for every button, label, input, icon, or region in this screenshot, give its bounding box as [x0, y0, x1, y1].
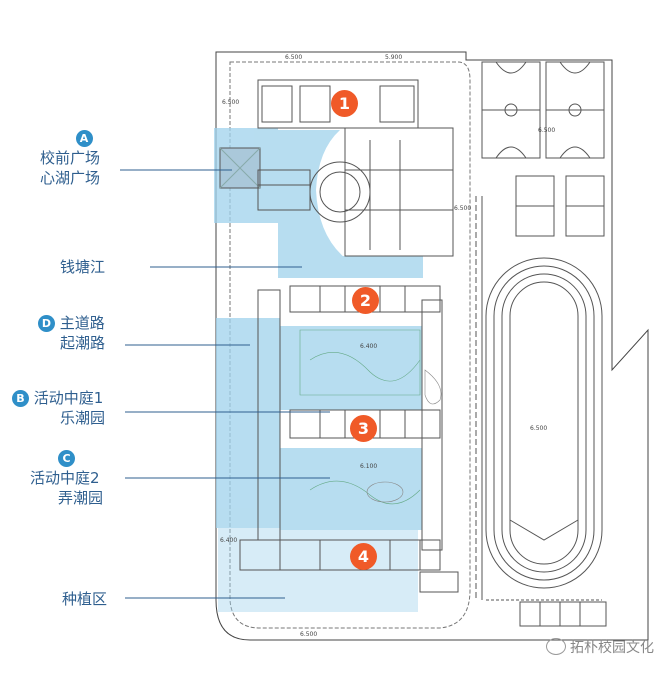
leader-lines — [120, 169, 330, 599]
watermark: 拓朴校园文化 — [546, 637, 654, 657]
dim-bottom: 6.500 — [300, 631, 317, 638]
highlight-zones — [214, 128, 423, 612]
zone-d-road — [216, 318, 280, 528]
site-boundary — [215, 51, 649, 641]
zone-b-court1 — [280, 326, 422, 410]
legend-planting: 种植区 — [62, 589, 107, 609]
legend-d-line2: 起潮路 — [60, 334, 106, 352]
watermark-text: 拓朴校园文化 — [570, 640, 654, 656]
marker-1: 1 — [331, 90, 358, 117]
wechat-icon — [546, 638, 566, 655]
legend-d-line1: 主道路 — [59, 314, 105, 332]
dim-top: 6.500 — [285, 54, 302, 61]
legend-c-line1: 活动中庭2 — [30, 469, 100, 487]
dim-court3: 6.100 — [360, 463, 377, 470]
dimension-labels: 6.500 5.900 6.500 6.400 6.100 6.500 6.50… — [220, 54, 555, 638]
legend-planting-label: 种植区 — [62, 590, 108, 608]
legend-a: A 校前广场 心湖广场 — [40, 128, 140, 188]
legend-c-line2: 弄潮园 — [58, 489, 104, 507]
marker-2: 2 — [352, 287, 379, 314]
dim-side: 6.500 — [454, 205, 471, 212]
marker-4: 4 — [350, 543, 377, 570]
legend-river-label: 钱塘江 — [60, 258, 106, 276]
dim-court: 6.500 — [538, 127, 555, 134]
dim-left1: 6.500 — [222, 99, 239, 106]
zone-a-heart-lake — [278, 130, 345, 258]
basketball-courts — [481, 61, 605, 237]
dim-left2: 6.400 — [220, 537, 237, 544]
buildings — [219, 79, 459, 593]
legend-a-line2: 心湖广场 — [40, 169, 101, 187]
dim-court2: 6.400 — [360, 343, 377, 350]
legend-b-line2: 乐潮园 — [60, 409, 106, 427]
dim-field: 6.500 — [530, 425, 547, 432]
legend-river: 钱塘江 — [60, 257, 105, 277]
zone-c-court2 — [280, 448, 422, 530]
legend-c: C 活动中庭2 弄潮园 — [30, 448, 103, 508]
badge-a: A — [75, 130, 93, 147]
badge-b: B — [12, 390, 29, 407]
legend-b: B 活动中庭1 乐潮园 — [12, 388, 105, 428]
legend-d: D 主道路 起潮路 — [38, 313, 105, 353]
running-track — [475, 196, 607, 627]
legend-a-line1: 校前广场 — [40, 149, 101, 167]
marker-3: 3 — [350, 415, 377, 442]
dim-top2: 5.900 — [385, 54, 402, 61]
badge-c: C — [58, 450, 75, 467]
legend-b-line1: 活动中庭1 — [33, 389, 104, 407]
zone-river — [278, 256, 423, 278]
badge-d: D — [38, 315, 55, 332]
